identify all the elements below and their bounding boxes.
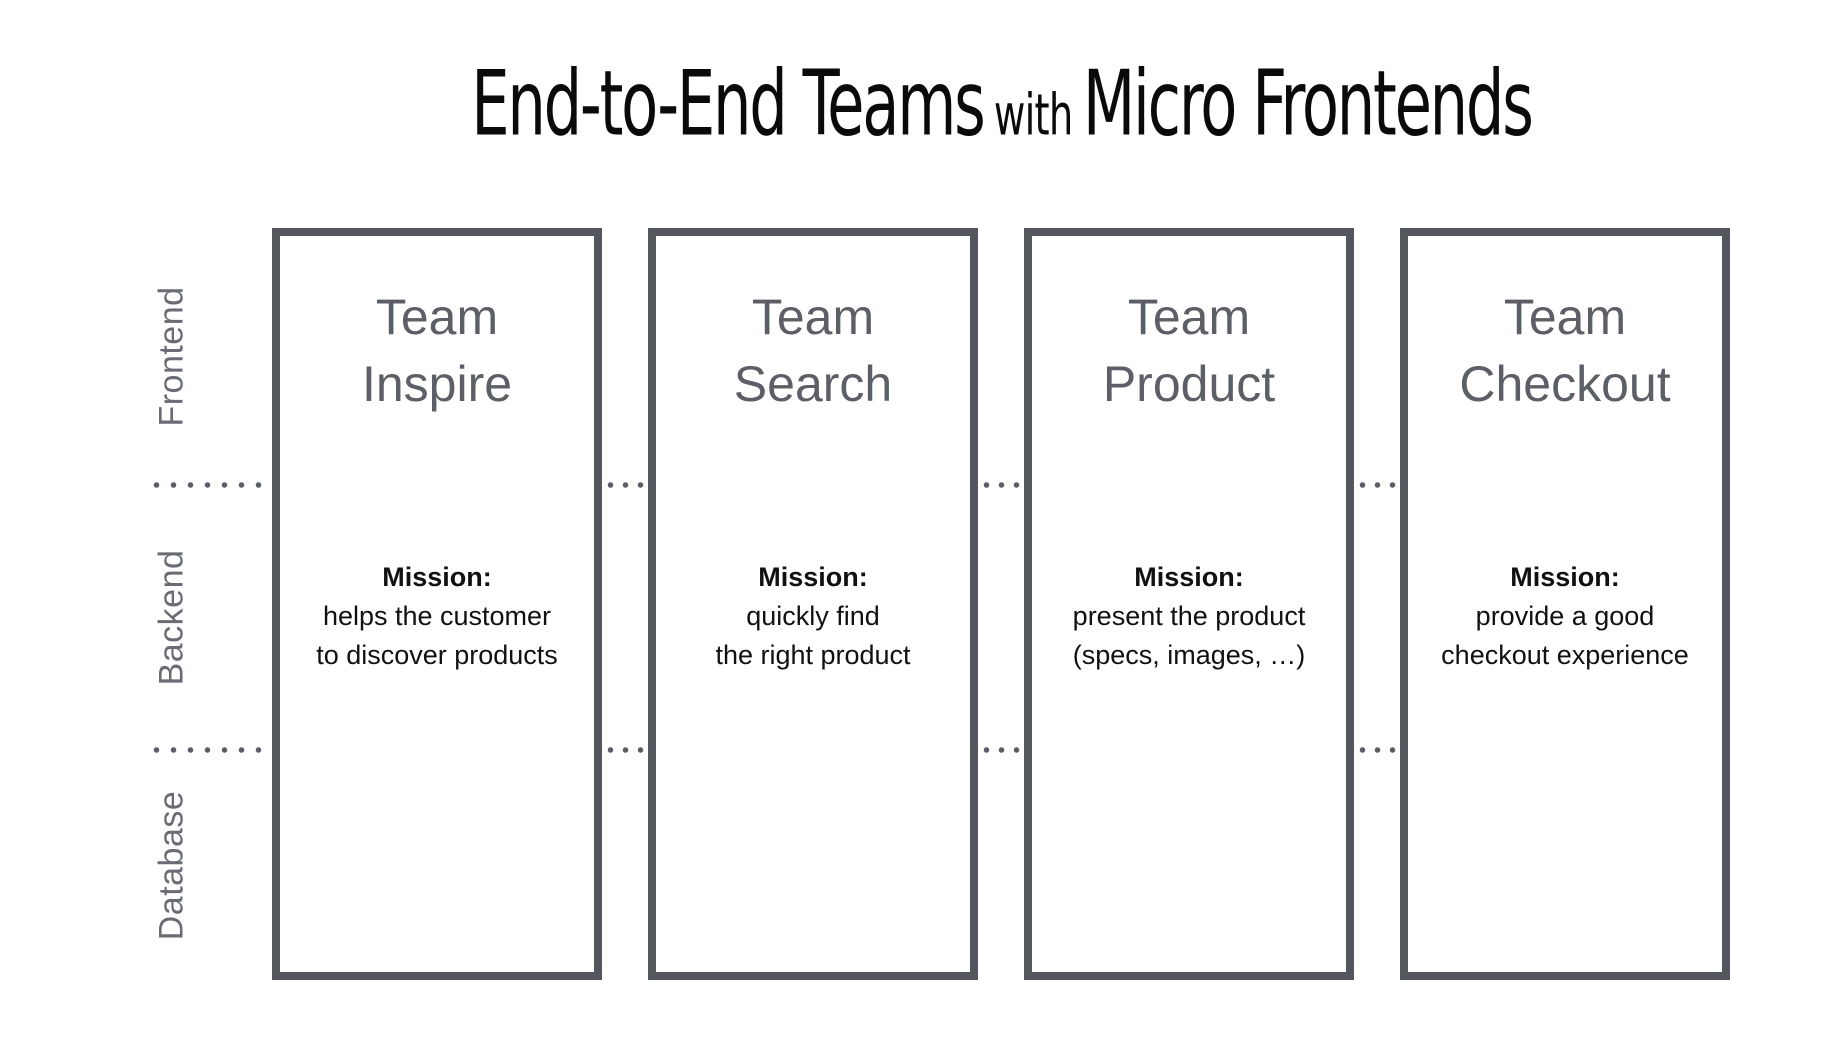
team-box-product: Team Product Mission: present the produc… xyxy=(1024,228,1354,980)
team-mission: Mission: provide a good checkout experie… xyxy=(1408,558,1722,675)
mission-line1: helps the customer xyxy=(322,601,552,631)
team-mission: Mission: helps the customer to discover … xyxy=(280,558,594,675)
team-name-line2: Search xyxy=(733,356,893,412)
mission-line1: quickly find xyxy=(746,601,880,631)
title-main-start: End-to-End Teams xyxy=(470,52,985,157)
dotted-separator-frontend-backend-left xyxy=(148,481,267,489)
title-connector: with xyxy=(993,82,1073,149)
dotted-separator-backend-database-left xyxy=(148,746,267,754)
mission-line1: present the product xyxy=(1072,601,1306,631)
layer-label-backend: Backend xyxy=(100,485,244,750)
dotted-separator-backend-database-gap1 xyxy=(603,746,647,754)
team-name: Team Product xyxy=(1032,284,1346,418)
team-name-line2: Inspire xyxy=(361,356,513,412)
mission-line2: to discover products xyxy=(316,640,558,670)
layer-label-backend-text: Backend xyxy=(152,549,191,686)
team-name-line1: Team xyxy=(1127,289,1251,345)
layer-label-database: Database xyxy=(100,750,244,980)
team-name: Team Checkout xyxy=(1408,284,1722,418)
dotted-separator-frontend-backend-gap3 xyxy=(1355,481,1399,489)
layer-label-frontend-text: Frontend xyxy=(152,286,191,427)
mission-label: Mission: xyxy=(382,562,492,592)
team-box-inspire: Team Inspire Mission: helps the customer… xyxy=(272,228,602,980)
team-mission: Mission: present the product (specs, ima… xyxy=(1032,558,1346,675)
team-name-line1: Team xyxy=(1503,289,1627,345)
team-name-line2: Product xyxy=(1102,356,1276,412)
team-name-line1: Team xyxy=(751,289,875,345)
team-mission: Mission: quickly find the right product xyxy=(656,558,970,675)
layer-label-database-text: Database xyxy=(152,790,191,940)
mission-line2: the right product xyxy=(715,640,911,670)
dotted-separator-backend-database-gap2 xyxy=(979,746,1023,754)
mission-line1: provide a good xyxy=(1475,601,1655,631)
dotted-separator-backend-database-gap3 xyxy=(1355,746,1399,754)
mission-label: Mission: xyxy=(758,562,868,592)
team-name: Team Search xyxy=(656,284,970,418)
title-main-end: Micro Frontends xyxy=(1082,52,1533,157)
dotted-separator-frontend-backend-gap2 xyxy=(979,481,1023,489)
dotted-separator-frontend-backend-gap1 xyxy=(603,481,647,489)
mission-line2: (specs, images, …) xyxy=(1072,640,1306,670)
mission-label: Mission: xyxy=(1510,562,1620,592)
team-box-checkout: Team Checkout Mission: provide a good ch… xyxy=(1400,228,1730,980)
team-name-line1: Team xyxy=(375,289,499,345)
team-name: Team Inspire xyxy=(280,284,594,418)
layer-label-frontend: Frontend xyxy=(100,228,244,485)
team-name-line2: Checkout xyxy=(1459,356,1671,412)
mission-line2: checkout experience xyxy=(1441,640,1689,670)
team-box-search: Team Search Mission: quickly find the ri… xyxy=(648,228,978,980)
mission-label: Mission: xyxy=(1134,562,1244,592)
